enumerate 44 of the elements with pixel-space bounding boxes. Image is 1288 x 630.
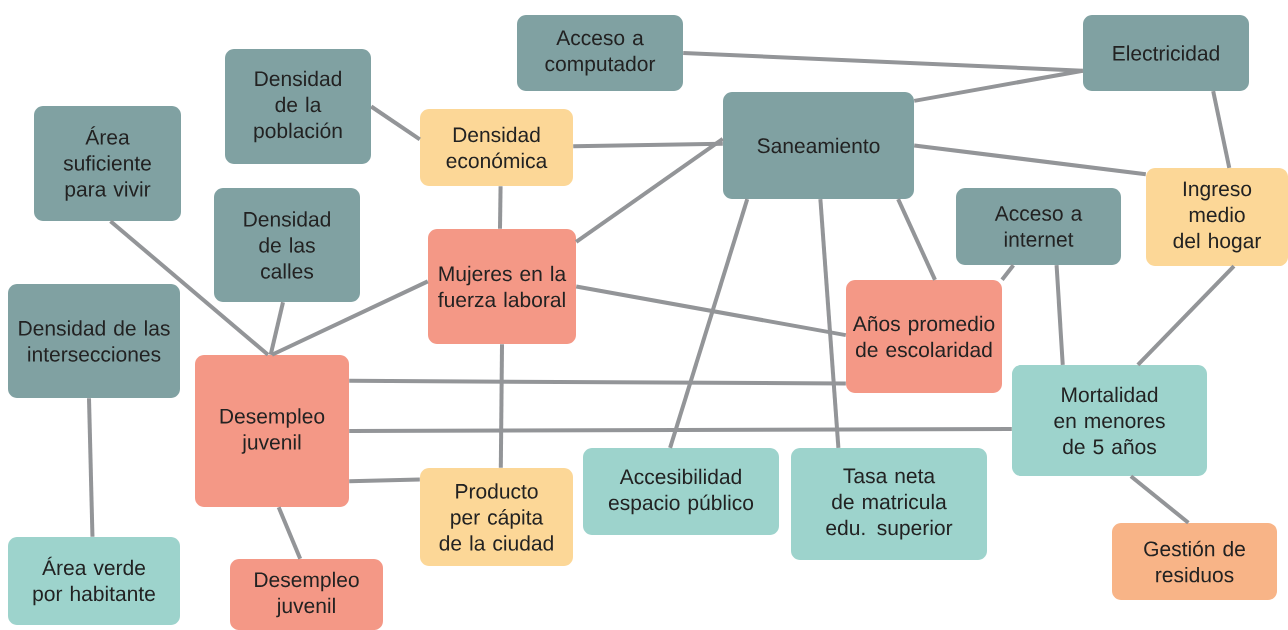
- connector-line: [87, 398, 95, 537]
- topic-box: Acceso a internet: [956, 188, 1121, 265]
- connector-line: [818, 199, 841, 448]
- connector-line: [913, 143, 1147, 177]
- topic-box: Desempleo juvenil: [230, 559, 383, 630]
- connector-line: [109, 219, 270, 357]
- topic-box: Gestión de residuos: [1112, 523, 1277, 600]
- connector-line: [1136, 264, 1236, 367]
- connector-line: [1129, 474, 1190, 525]
- topic-box: Saneamiento: [723, 92, 914, 199]
- connector-line: [1211, 90, 1232, 169]
- connector-line: [668, 198, 750, 449]
- connector-line: [271, 279, 429, 357]
- topic-box: Área suficiente para vivir: [34, 106, 181, 221]
- topic-box: Desempleo juvenil: [195, 355, 349, 507]
- topic-box: Mortalidad en menores de 5 años: [1012, 365, 1207, 476]
- connector-line: [896, 198, 937, 281]
- connector-line: [1000, 263, 1015, 282]
- topic-box: Ingreso medio del hogar: [1146, 168, 1288, 266]
- connector-line: [370, 104, 421, 142]
- topic-box: Electricidad: [1083, 15, 1249, 91]
- connector-line: [268, 301, 285, 356]
- connector-line: [498, 186, 503, 229]
- topic-box: Acceso a computador: [517, 15, 683, 91]
- topic-box: Accesibilidad espacio público: [583, 448, 779, 535]
- connector-line: [349, 378, 846, 386]
- topic-box: Densidad de las calles: [214, 188, 360, 302]
- topic-box: Densidad económica: [420, 109, 573, 186]
- connector-line: [913, 68, 1084, 103]
- topic-box: Mujeres en la fuerza laboral: [428, 229, 576, 344]
- topic-box: Tasa neta de matricula edu. superior: [791, 448, 987, 560]
- topic-box: Años promedio de escolaridad: [846, 280, 1002, 393]
- connector-line: [498, 344, 504, 468]
- connector-line: [1054, 265, 1065, 365]
- connector-line: [573, 141, 723, 149]
- topic-box: Área verde por habitante: [8, 537, 180, 625]
- topic-box: Densidad de las intersecciones: [8, 284, 180, 398]
- connector-line: [349, 477, 420, 484]
- connector-line: [276, 506, 303, 560]
- topic-box: Producto per cápita de la ciudad: [420, 468, 573, 566]
- connector-line: [575, 284, 847, 338]
- topic-box: Densidad de la población: [225, 49, 371, 164]
- connector-line: [575, 137, 724, 244]
- connector-line: [349, 427, 1012, 433]
